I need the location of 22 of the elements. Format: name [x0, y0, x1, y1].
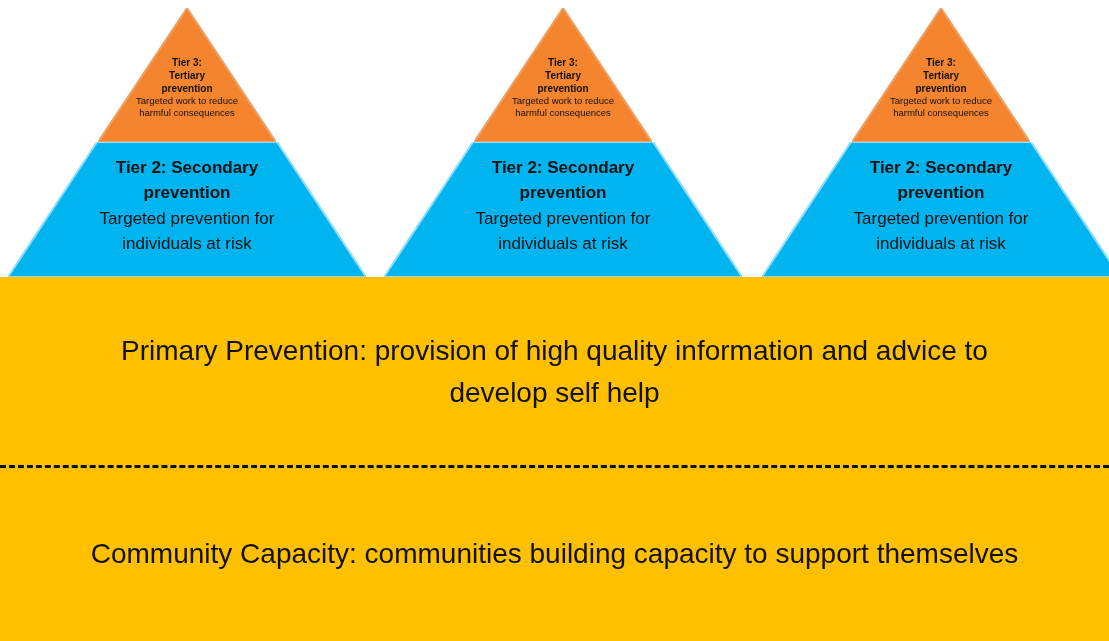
tier-description: Targeted work to reduce harmful consequences — [889, 95, 993, 120]
tier-heading: Tier 2: Secondary prevention — [114, 157, 260, 204]
tier-description: Targeted work to reduce harmful consequences — [511, 95, 615, 120]
tier-heading: Tier 2: Secondary prevention — [868, 157, 1014, 204]
prevention-band — [0, 467, 1109, 641]
band-text: Primary Prevention: provision of high quality information and advice to develop self help — [120, 334, 989, 410]
tier-heading: Tier 3: Tertiary prevention — [160, 56, 214, 95]
tier-description: Targeted prevention for individuals at risk — [852, 208, 1030, 255]
tier-heading: Tier 3: Tertiary prevention — [914, 56, 968, 95]
prevention-band — [0, 277, 1109, 467]
pyramid-top-segment — [474, 8, 652, 142]
pyramid-middle-segment — [762, 142, 1109, 277]
band-text: Community Capacity: communities building capacity to support themselves — [89, 537, 1020, 571]
pyramid-top-segment — [852, 8, 1030, 142]
pyramid-middle-segment — [8, 142, 366, 277]
tier-description: Targeted work to reduce harmful consequences — [135, 95, 239, 120]
tier-description: Targeted prevention for individuals at risk — [474, 208, 652, 255]
pyramid-top-segment — [98, 8, 276, 142]
tier-heading: Tier 2: Secondary prevention — [490, 157, 636, 204]
tier-description: Targeted prevention for individuals at risk — [98, 208, 276, 255]
pyramid-middle-segment — [384, 142, 742, 277]
tier-heading: Tier 3: Tertiary prevention — [536, 56, 590, 95]
